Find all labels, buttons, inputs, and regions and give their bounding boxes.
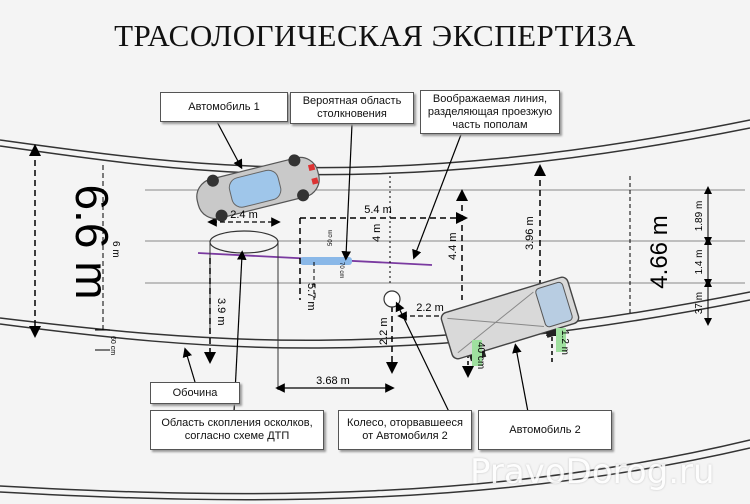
dim-label-4-4: 4.4 m [447, 232, 459, 260]
dim-label-40cm: 40 cm [475, 342, 486, 369]
road-edge-bottom-outer [0, 291, 750, 341]
road-edge-top-outer [0, 119, 750, 169]
dim-label-2-2-h: 2.2 m [416, 302, 444, 314]
pointer-car2 [512, 343, 529, 413]
label-car-2: Автомобиль 2 [478, 410, 612, 450]
pointer-wheel [395, 301, 453, 419]
dim-label-3-68: 3.68 m [316, 375, 350, 387]
dim-label-1-89: 1.89 m [694, 201, 705, 232]
dim-label-3-96: 3.96 m [524, 216, 536, 250]
dim-label-4-66: 4.66 m [646, 215, 673, 288]
road-edge-bottom-inner [0, 299, 750, 349]
road-edge-top-inner [0, 127, 750, 176]
debris-area-ellipse [209, 230, 279, 254]
diagram-title: ТРАСОЛОГИЧЕСКАЯ ЭКСПЕРТИЗА [114, 18, 636, 53]
dim-label-1-2: 1.2 m [559, 330, 570, 355]
pointer-collision [341, 123, 353, 261]
dim-label-2-4: 2.4 m [230, 209, 258, 221]
dim-label-1-4: 1.4 m [694, 249, 705, 274]
car-1-figure [196, 154, 320, 222]
pointer-car1 [214, 117, 243, 170]
road-edge-bottom-far [0, 439, 750, 495]
dim-label-37: 37 m [694, 292, 705, 314]
label-shoulder: Обочина [150, 382, 240, 404]
highlight-40cm [472, 340, 482, 366]
label-imaginary-line: Воображаемая линия, разделяющая проезжую… [420, 90, 560, 134]
dim-label-road-width: 6.6 m [66, 184, 118, 299]
dim-label-2-2-v: 2.2 m [378, 317, 390, 345]
label-wheel: Колесо, оторвавшееся от Автомобиля 2 [338, 410, 472, 450]
highlight-1-2 [556, 328, 566, 352]
dim-label-70cm: 70 cm [338, 262, 344, 278]
dim-label-3-9: 3.9 m [215, 298, 227, 326]
road-edge-bottom-far-2 [0, 447, 750, 501]
label-collision-area: Вероятная область столкновения [290, 92, 414, 124]
dim-label-5-4: 5.4 m [364, 204, 392, 216]
dim-label-60cm: 60 cm [109, 336, 116, 355]
label-car-1: Автомобиль 1 [160, 92, 288, 122]
label-debris-area: Область скопления осколков, согласно схе… [150, 410, 324, 450]
detached-wheel [383, 290, 401, 308]
pointer-shoulder [182, 347, 196, 383]
watermark-text: PravoDorog.ru [470, 452, 715, 492]
dim-label-5-7: 5.7 m [305, 283, 317, 311]
dim-label-6m: 6 m [110, 241, 121, 258]
dim-label-50cm: 50 cm [328, 230, 334, 246]
dim-label-4: 4 m [371, 224, 383, 242]
collision-mark [300, 257, 352, 265]
pointer-imaginary [412, 131, 463, 260]
